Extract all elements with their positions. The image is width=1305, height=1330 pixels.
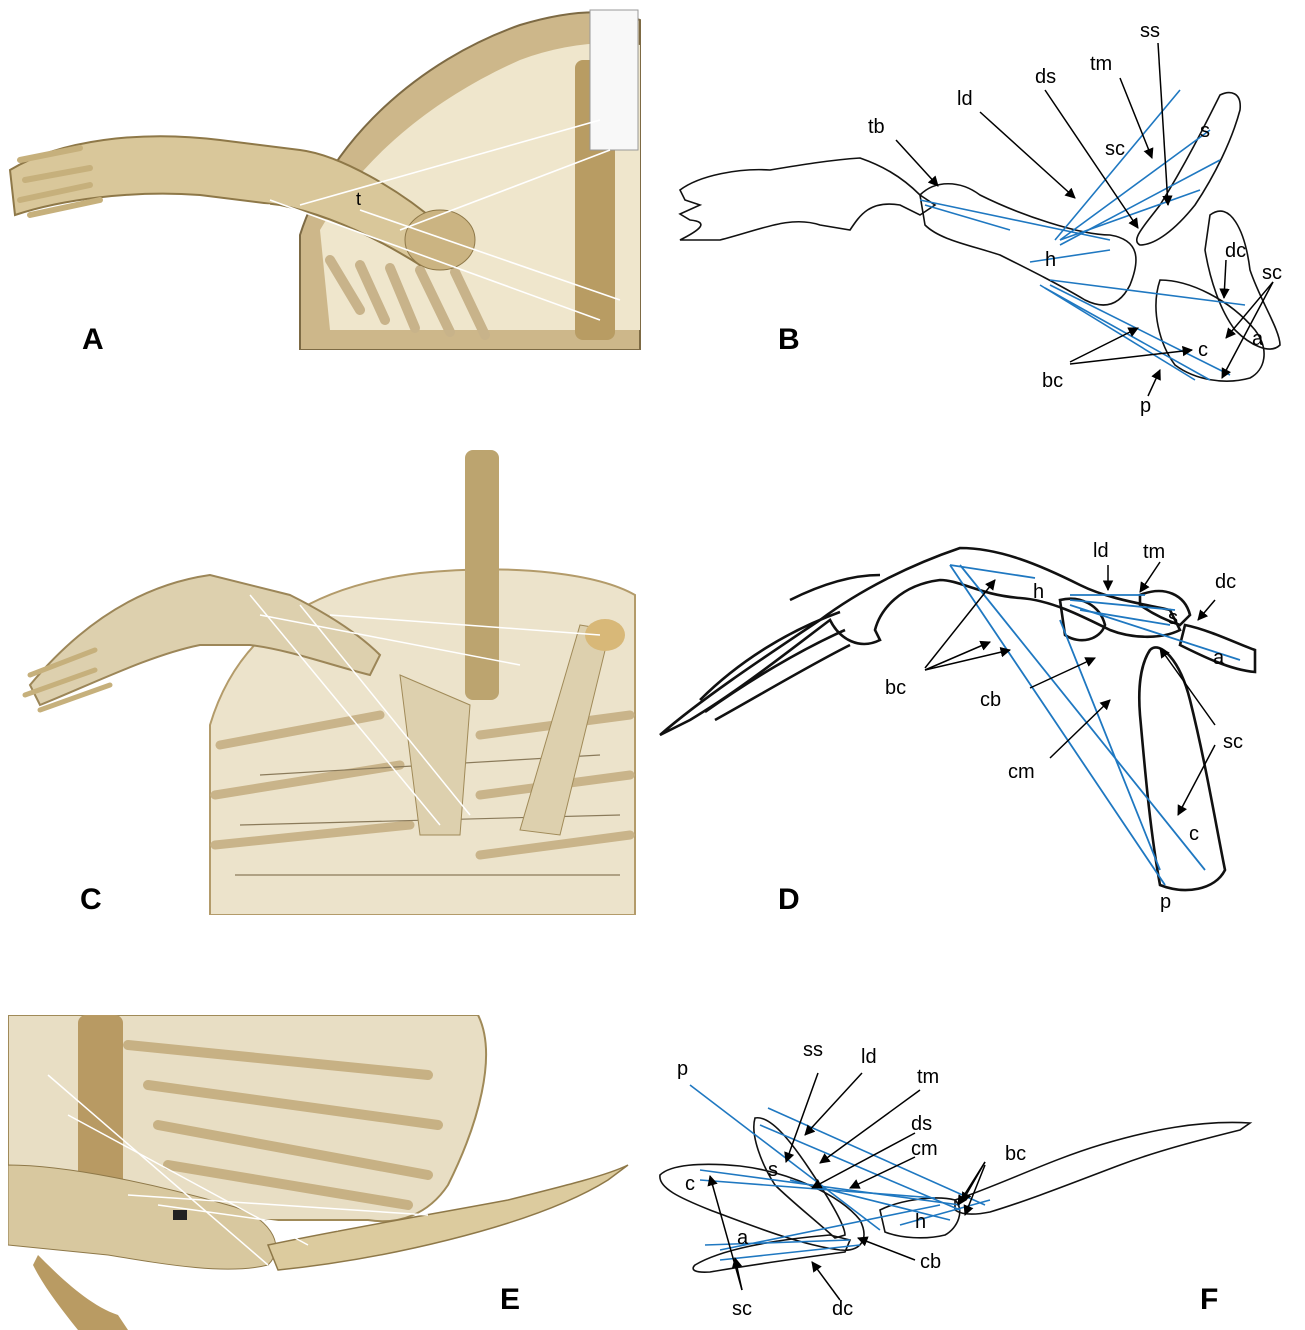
bone-label-h: h xyxy=(915,1211,926,1233)
label-ld: ld xyxy=(861,1046,877,1068)
label-ss: ss xyxy=(803,1039,823,1061)
label-cm: cm xyxy=(911,1138,938,1160)
label-cb: cb xyxy=(920,1251,941,1273)
label-p: p xyxy=(677,1058,688,1080)
panel-label-f: F xyxy=(1200,1283,1218,1317)
label-ds: ds xyxy=(911,1113,932,1135)
bone-label-s: s xyxy=(768,1159,778,1181)
bone-label-c: c xyxy=(685,1173,695,1195)
label-dc: dc xyxy=(832,1298,853,1320)
panel-f-outlines xyxy=(660,1118,1250,1272)
label-bc: bc xyxy=(1005,1143,1026,1165)
label-sc: sc xyxy=(732,1298,752,1320)
bone-label-a: a xyxy=(737,1227,749,1249)
label-tm: tm xyxy=(917,1066,939,1088)
